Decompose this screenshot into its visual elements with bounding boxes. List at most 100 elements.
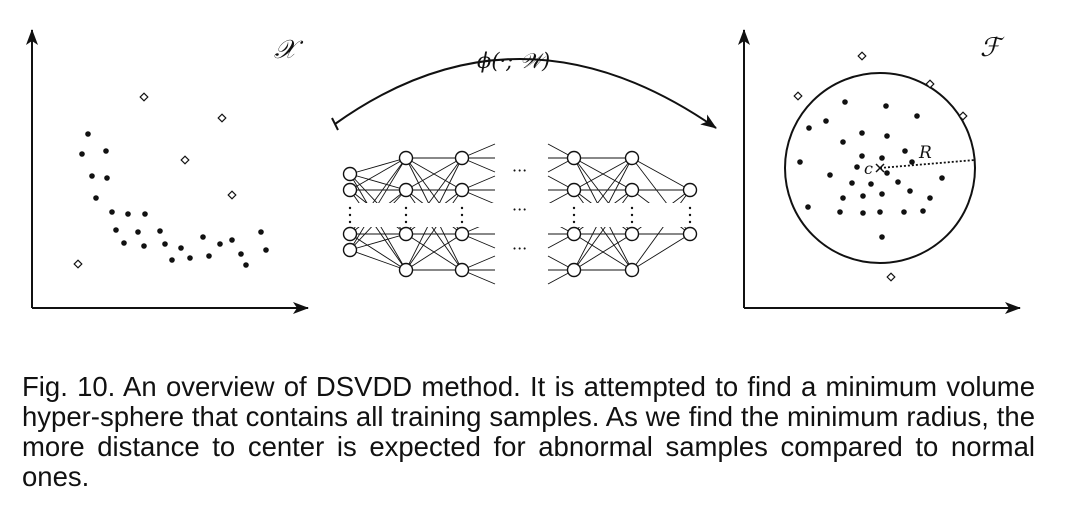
normal-sample [907, 188, 913, 194]
normal-sample [823, 118, 829, 124]
normal-sample [837, 209, 843, 215]
normal-sample [258, 229, 264, 235]
normal-sample [805, 204, 811, 210]
normal-sample [178, 245, 184, 251]
normal-sample [85, 131, 91, 137]
normal-sample [860, 193, 866, 199]
center-marker [875, 163, 885, 173]
normal-sample [827, 172, 833, 178]
normal-sample [135, 229, 141, 235]
network-node [398, 262, 414, 278]
network-node [454, 150, 470, 166]
normal-sample [920, 208, 926, 214]
input-space-label: 𝒳 [274, 35, 304, 65]
normal-sample [169, 257, 175, 263]
normal-sample [849, 180, 855, 186]
mapping-label: ϕ(·; 𝒲) [477, 49, 550, 73]
normal-sample [93, 195, 99, 201]
normal-sample [142, 211, 148, 217]
normal-sample [187, 255, 193, 261]
normal-sample [109, 209, 115, 215]
network-node [682, 182, 698, 198]
network-node [566, 226, 582, 242]
normal-sample [879, 191, 885, 197]
normal-sample [217, 241, 223, 247]
network-node [566, 150, 582, 166]
network-node [342, 226, 358, 242]
network-nodes [342, 150, 698, 278]
network-node [342, 182, 358, 198]
vertical-ellipsis [348, 206, 692, 224]
anomaly-sample [886, 272, 896, 282]
anomaly-sample [925, 79, 935, 89]
network-node [566, 182, 582, 198]
normal-sample [868, 181, 874, 187]
network-node [682, 226, 698, 242]
network-node [454, 182, 470, 198]
normal-sample [879, 234, 885, 240]
anomaly-sample [217, 113, 227, 123]
normal-sample [104, 175, 110, 181]
anomaly-sample [793, 91, 803, 101]
normal-sample [141, 243, 147, 249]
network-node [624, 182, 640, 198]
center-label: c [864, 159, 873, 178]
normal-sample [914, 113, 920, 119]
network-ellipsis: ··· [512, 200, 527, 219]
normal-sample [927, 195, 933, 201]
anomaly-sample [73, 259, 83, 269]
figure-caption: Fig. 10. An overview of DSVDD method. It… [22, 371, 1035, 492]
normal-sample [909, 159, 915, 165]
normal-sample [162, 241, 168, 247]
normal-sample [238, 251, 244, 257]
normal-sample [229, 237, 235, 243]
normal-sample [121, 240, 127, 246]
anomaly-sample [227, 190, 237, 200]
normal-sample [125, 211, 131, 217]
anomaly-sample [857, 51, 867, 61]
input-space-samples [73, 92, 269, 269]
network-node [624, 150, 640, 166]
normal-sample [806, 125, 812, 131]
normal-sample [859, 130, 865, 136]
radius-label: R [918, 143, 932, 163]
normal-sample [206, 253, 212, 259]
network-node [342, 166, 358, 182]
normal-sample [895, 179, 901, 185]
normal-sample [883, 103, 889, 109]
normal-sample [840, 195, 846, 201]
normal-sample [263, 247, 269, 253]
hypersphere [784, 72, 976, 264]
normal-sample [842, 99, 848, 105]
network-node [398, 150, 414, 166]
network-ellipsis: ··· [512, 161, 527, 180]
normal-sample [884, 133, 890, 139]
normal-sample [860, 210, 866, 216]
network-ellipsis: ··· [512, 239, 527, 258]
network-node [342, 242, 358, 258]
normal-sample [103, 148, 109, 154]
feature-space-label: ℱ [980, 33, 1005, 63]
normal-sample [877, 209, 883, 215]
input-space-axes [26, 29, 309, 314]
network-node [624, 262, 640, 278]
anomaly-sample [139, 92, 149, 102]
normal-sample [113, 227, 119, 233]
normal-sample [89, 173, 95, 179]
normal-sample [200, 234, 206, 240]
normal-sample [79, 151, 85, 157]
normal-sample [157, 228, 163, 234]
mapping-arrow [331, 58, 717, 131]
normal-sample [901, 209, 907, 215]
network-node [398, 226, 414, 242]
dsvdd-figure: 𝒳 ϕ(·; 𝒲) ··· ··· ··· ℱ c R [26, 29, 1021, 314]
normal-sample [859, 153, 865, 159]
normal-sample [854, 164, 860, 170]
normal-sample [879, 155, 885, 161]
network-node [454, 262, 470, 278]
anomaly-sample [958, 111, 968, 121]
network-node [454, 226, 470, 242]
normal-sample [243, 262, 249, 268]
neural-network: ··· ··· ··· [340, 143, 700, 285]
network-node [566, 262, 582, 278]
